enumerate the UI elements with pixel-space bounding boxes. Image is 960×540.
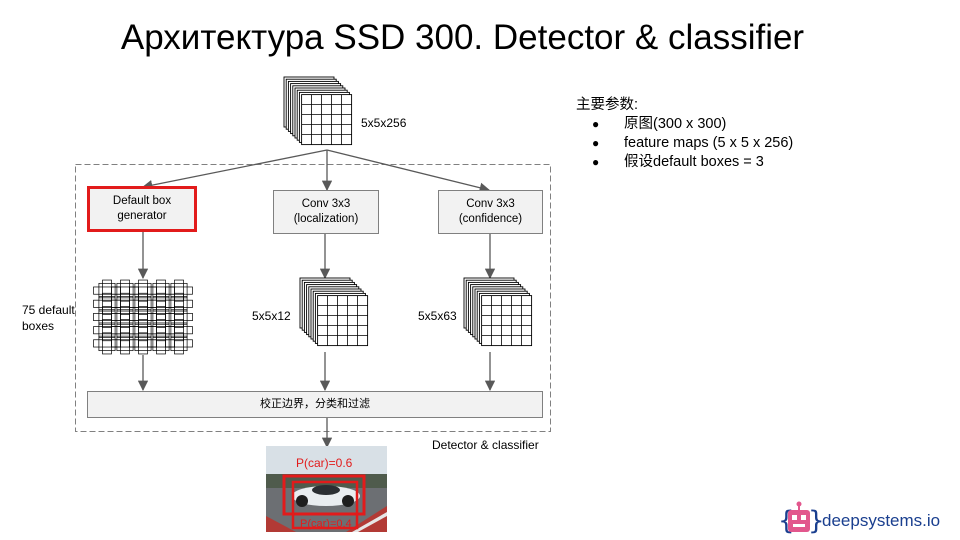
localization-output-stack [299, 277, 369, 347]
default-box [152, 282, 170, 299]
default-box [174, 279, 184, 302]
default-box [174, 306, 184, 328]
param-item: 原图(300 x 300) [576, 115, 793, 134]
localization-line-2: (localization) [293, 213, 359, 225]
merge-step-label: 校正边界，分类和过滤 [260, 398, 370, 410]
confidence-size-label: 5x5x63 [418, 309, 457, 323]
default-box [165, 313, 193, 321]
default-box [152, 322, 170, 338]
default-box [170, 322, 188, 338]
param-item: feature maps (5 x 5 x 256) [576, 134, 793, 153]
default-box [170, 282, 188, 299]
feature-map-layer [301, 94, 353, 146]
parameter-notes: 主要参数: 原图(300 x 300) feature maps (5 x 5 … [576, 96, 793, 172]
deepsystems-logo-icon: { } [778, 501, 822, 536]
default-box [174, 292, 184, 315]
default-box [134, 296, 152, 312]
default-boxes-line-2: boxes [22, 319, 55, 333]
confidence-line-2: (confidence) [458, 213, 523, 225]
params-heading: 主要参数: [576, 97, 639, 113]
default-box [174, 319, 184, 342]
default-box [170, 309, 188, 325]
default-box [165, 326, 193, 335]
slide-title: Архитектура SSD 300. Detector & classifi… [120, 18, 805, 57]
default-box [116, 309, 134, 325]
detector-region-border [75, 164, 551, 432]
merge-step-bar: 校正边界，分类和过滤 [87, 391, 543, 418]
conv-confidence-box: Conv 3x3 (confidence) [438, 190, 543, 234]
default-box [116, 322, 134, 338]
default-box [152, 335, 170, 352]
param-item: 假设default boxes = 3 [576, 153, 793, 172]
brand-name: deepsystems.io [822, 511, 941, 530]
generator-line-2: generator [117, 210, 167, 222]
default-box [152, 309, 170, 325]
default-box [98, 296, 116, 312]
detection-result-photo [266, 446, 387, 532]
default-box [174, 332, 184, 355]
default-box [170, 335, 188, 352]
feature-map-layer [317, 295, 369, 347]
default-box [134, 322, 152, 338]
default-box [98, 335, 116, 352]
default-box [98, 282, 116, 299]
default-box [152, 296, 170, 312]
default-box [98, 309, 116, 325]
default-box [116, 296, 134, 312]
default-box [165, 339, 193, 348]
default-box [165, 286, 193, 295]
default-box [170, 296, 188, 312]
detection-score-top: P(car)=0.6 [296, 456, 353, 470]
default-box [165, 299, 193, 308]
arrow-to-generator [141, 149, 328, 191]
localization-size-label: 5x5x12 [252, 309, 291, 323]
input-feature-map-stack [283, 76, 353, 146]
default-box [134, 335, 152, 352]
default-box [116, 335, 134, 352]
localization-line-1: Conv 3x3 [301, 198, 351, 210]
default-boxes-grid [93, 279, 193, 355]
generator-line-1: Default box [112, 195, 172, 207]
default-boxes-line-1: 75 default [22, 303, 75, 317]
conv-localization-box: Conv 3x3 (localization) [273, 190, 379, 234]
default-boxes-label: 75 default boxes [22, 302, 75, 334]
default-box-generator: Default box generator [87, 186, 197, 232]
feature-map-layer [481, 295, 533, 347]
detection-score-bottom: P(car)=0.4 [300, 518, 352, 530]
detector-region-label: Detector & classifier [432, 438, 539, 452]
confidence-line-1: Conv 3x3 [466, 198, 515, 210]
svg-text:}: } [808, 506, 822, 536]
input-size-label: 5x5x256 [361, 116, 407, 130]
default-box [134, 282, 152, 299]
arrow-to-confidence [326, 149, 491, 193]
default-box [134, 309, 152, 325]
confidence-output-stack [463, 277, 533, 347]
default-box [116, 282, 134, 299]
default-box [98, 322, 116, 338]
